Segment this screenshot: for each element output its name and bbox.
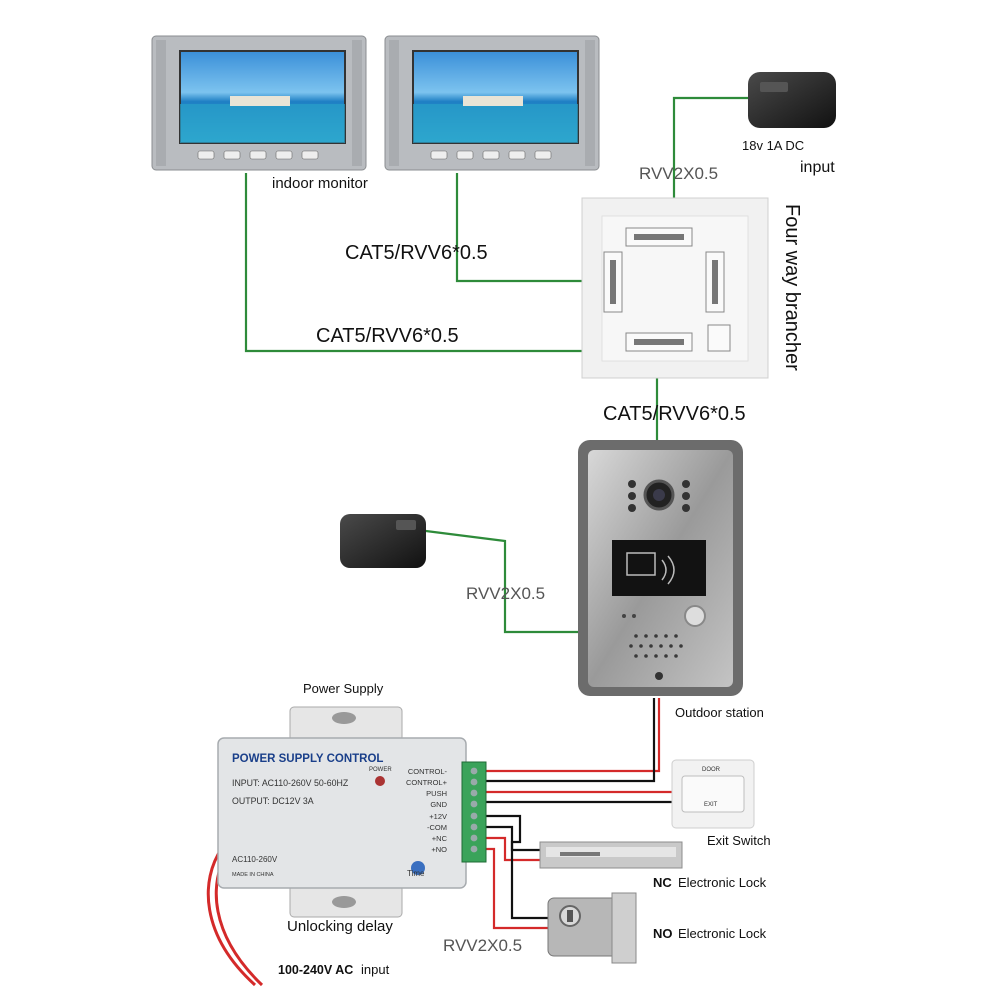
psu-terminal-labels: CONTROL- CONTROL+ PUSH GND +12V -COM +NC… [406,767,448,854]
exit-switch-door-text: DOOR [702,767,721,773]
label-cat5-monitor1: CAT5/RVV6*0.5 [316,325,459,347]
label-power-supply: Power Supply [303,681,384,696]
label-ac-value: 100-240V AC [278,963,353,977]
label-indoor-monitor: indoor monitor [272,175,368,192]
terminal-label: -COM [427,823,447,832]
psu-output: OUTPUT: DC12V 3A [232,796,314,806]
psu-power-led: POWER [369,767,392,773]
indoor-monitor-2 [384,35,600,171]
psu-time: Time [407,869,425,878]
wire-nc-com [484,825,540,852]
psu-title: POWER SUPPLY CONTROL [232,753,383,765]
four-way-brancher [581,197,769,379]
label-outdoor-station: Outdoor station [675,705,764,720]
wire-adapter-outdoor [417,528,580,634]
wires [206,96,748,987]
terminal-label: CONTROL+ [406,778,448,787]
no-electronic-lock [547,892,637,964]
wire-no-plus [484,847,548,930]
power-supply-control: POWER SUPPLY CONTROL INPUT: AC110-260V 5… [217,706,487,918]
terminal-label: +NC [432,834,448,843]
nc-electronic-lock [539,841,683,869]
wire-monitor2-brancher [455,173,584,283]
psu-ac-range: AC110-260V [232,855,278,864]
label-rvv-bottom: RVV2X0.5 [443,936,522,955]
label-adapter-spec: 18v 1A DC [742,138,804,153]
exit-switch: DOOR EXIT [671,759,755,829]
terminal-label: +12V [429,812,447,821]
indoor-monitor-1 [151,35,367,171]
label-rvv-middle: RVV2X0.5 [466,584,545,603]
label-exit-switch: Exit Switch [707,833,771,848]
power-adapter-top [748,72,836,128]
wire-ac-input [206,847,257,987]
label-no-prefix: NO [653,926,673,941]
wire-outdoor-control-plus [484,698,656,783]
label-nc-prefix: NC [653,875,672,890]
label-no-lock: Electronic Lock [678,926,767,941]
label-ac-input: input [361,962,390,977]
exit-switch-exit-text: EXIT [704,802,718,808]
wire-adapter-brancher [672,96,748,200]
outdoor-station [578,440,743,696]
label-four-way-brancher: Four way brancher [781,204,803,371]
psu-made-in: MADE IN CHINA [232,872,274,878]
wire-no-com [484,814,548,920]
label-nc-lock: Electronic Lock [678,875,767,890]
terminal-label: PUSH [426,789,447,798]
terminal-label: GND [430,800,447,809]
label-adapter-input: input [800,159,835,176]
label-cat5-outdoor: CAT5/RVV6*0.5 [603,403,746,425]
wire-outdoor-control-minus [484,698,661,773]
label-cat5-monitor2: CAT5/RVV6*0.5 [345,242,488,264]
label-rvv-top: RVV2X0.5 [639,164,718,183]
power-adapter-middle [340,514,426,568]
wire-monitor1-brancher [244,173,584,353]
psu-input: INPUT: AC110-260V 50-60HZ [232,778,349,788]
terminal-label: CONTROL- [408,767,448,776]
label-unlocking-delay: Unlocking delay [287,918,393,935]
wire-nc-plus [484,836,540,862]
terminal-label: +NO [431,845,447,854]
